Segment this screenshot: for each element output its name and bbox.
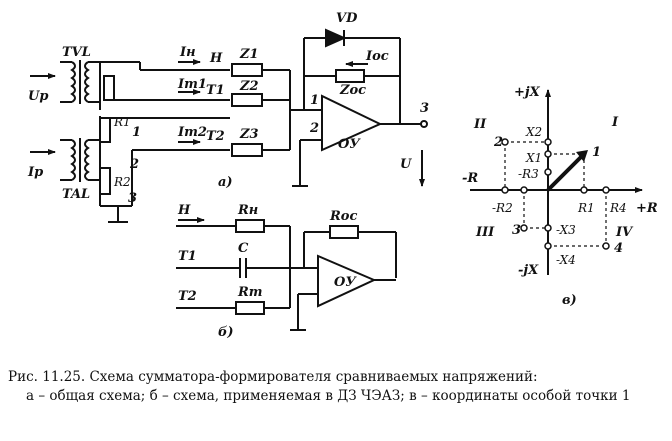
z1-label: Z1 <box>239 47 259 62</box>
r2-label: R2 <box>113 175 131 189</box>
z3-box <box>231 143 263 157</box>
zos-label: Zос <box>339 83 366 98</box>
node-2-label: 3 <box>128 191 137 206</box>
figure-caption-legend: а – общая схема; б – схема, применяемая … <box>26 388 631 404</box>
opamp-a-label: ОУ <box>338 137 361 152</box>
label-neg-x4: -X4 <box>556 253 576 267</box>
axis-pos-r: +R <box>636 201 658 216</box>
quadrant-ii: II <box>473 117 487 132</box>
label-x2: X2 <box>525 125 542 139</box>
opamp-b <box>317 254 377 308</box>
rh-label: Rн <box>237 203 258 218</box>
tal-label: TAL <box>62 187 90 202</box>
transformer-tal <box>60 116 133 223</box>
label-neg-x3: -X3 <box>556 223 576 237</box>
current-it2: Iт2 <box>177 125 207 140</box>
z1-box <box>231 63 263 77</box>
node-1-label: 1 <box>132 125 141 140</box>
label-r4: R4 <box>609 201 627 215</box>
axis-neg-r: -R <box>462 171 478 186</box>
sublabel-c: в) <box>562 293 577 308</box>
ros-label: Rос <box>329 209 357 224</box>
input-h-label: H <box>177 203 191 218</box>
sublabel-b: б) <box>218 325 234 340</box>
r1-label: R1 <box>113 115 131 129</box>
axis-neg-jx: -jX <box>518 263 539 278</box>
node-t2: T2 <box>206 129 225 144</box>
labels-a: TVL TAL Uр Iр R1 R2 VD Iн Iт1 Iт2 Iос H … <box>27 11 429 206</box>
z3-label: Z3 <box>239 127 259 142</box>
ip-label: Iр <box>27 165 43 180</box>
labels-c: +jX -jX +R -R I II III IV X2 X1 -R3 -R2 … <box>462 85 658 308</box>
output-u-label: U <box>400 157 412 172</box>
tvl-label: TVL <box>62 45 91 60</box>
diagram-b <box>176 217 397 331</box>
diagram-c <box>470 89 643 275</box>
node-h: H <box>209 51 223 66</box>
pin-2-label: 2 <box>309 121 319 136</box>
point-4-label: 4 <box>614 241 623 256</box>
axis-pos-jx: +jX <box>514 85 541 100</box>
pin-3-label: 3 <box>420 101 429 116</box>
opamp-a <box>321 94 383 152</box>
zos-box <box>335 69 365 83</box>
point-3-label: 3 <box>512 223 521 238</box>
figure-caption-title: Рис. 11.25. Схема сумматора-формировател… <box>8 369 538 385</box>
rt-label: Rт <box>237 285 263 300</box>
up-label: Uр <box>28 89 48 104</box>
current-ios: Iос <box>365 49 389 64</box>
current-it1: Iт1 <box>177 77 207 92</box>
diagram-a <box>30 28 428 223</box>
labels-b: H T1 T2 Rн C Rт Rос ОУ б) <box>177 203 357 340</box>
current-ih: Iн <box>179 45 196 60</box>
input-t2-label: T2 <box>178 289 197 304</box>
pin-1-label: 1 <box>310 93 319 108</box>
quadrant-iv: IV <box>615 225 634 240</box>
label-x1: X1 <box>525 151 542 165</box>
transformer-tvl <box>60 60 140 110</box>
label-r1: R1 <box>577 201 595 215</box>
point-2-label: 2 <box>493 135 503 150</box>
sublabel-a: а) <box>218 175 233 190</box>
node-3-label: 2 <box>129 157 139 172</box>
label-neg-r2: -R2 <box>492 201 513 215</box>
z2-label: Z2 <box>239 79 259 94</box>
label-neg-r3: -R3 <box>518 167 539 181</box>
quadrant-iii: III <box>475 225 495 240</box>
quadrant-i: I <box>611 115 619 130</box>
node-t1: T1 <box>206 83 225 98</box>
point-1-label: 1 <box>592 145 601 160</box>
opamp-b-label: ОУ <box>334 275 357 290</box>
input-t1-label: T1 <box>178 249 197 264</box>
vd-label: VD <box>336 11 358 26</box>
z2-box <box>231 93 263 107</box>
c-label: C <box>238 241 249 256</box>
